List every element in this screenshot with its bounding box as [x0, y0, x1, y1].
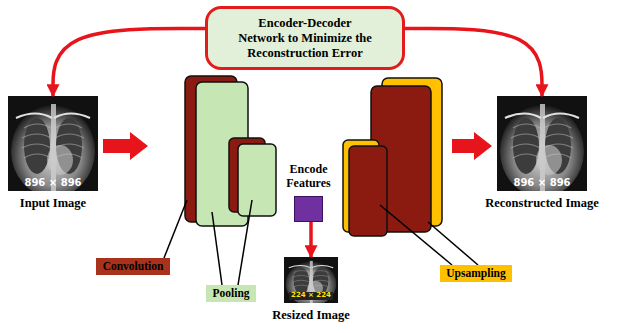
resized-xray — [284, 257, 338, 306]
flow-arrow — [53, 28, 205, 96]
conv-plate — [349, 146, 387, 236]
flow-block-arrow — [103, 132, 148, 160]
callout-label: Convolution — [103, 259, 164, 274]
feature-label: Encode Features — [277, 163, 341, 191]
title-text: Encoder-Decoder Network to Minimize the … — [236, 16, 374, 61]
feature-square — [294, 196, 323, 222]
text-wrap: 896 × 896 — [497, 96, 587, 191]
text-wrap: 224 × 224 — [284, 257, 338, 303]
leader-line — [212, 212, 222, 285]
size-tag: 224 × 224 — [289, 292, 333, 300]
input-image: 896 × 896Input Image — [8, 96, 98, 210]
flow-block-arrow — [452, 132, 492, 160]
leader-line — [380, 205, 452, 265]
output-xray — [497, 96, 587, 197]
flow-arrow — [309, 222, 313, 257]
callout-box: Convolution — [96, 258, 170, 275]
image-caption: Resized Image — [272, 308, 349, 322]
text-wrap: 896 × 896 — [8, 96, 98, 191]
callout-box: Pooling — [206, 285, 256, 302]
image-caption: Reconstructed Image — [485, 196, 599, 210]
callout-label: Upsampling — [446, 266, 505, 281]
flow-arrow — [405, 28, 542, 96]
pool-plate — [238, 144, 276, 216]
size-tag: 896 × 896 — [24, 177, 81, 188]
encode-features: Encode Features — [277, 163, 341, 222]
input-xray — [8, 96, 98, 197]
text-wrap: Input Image — [8, 196, 98, 210]
output-image: 896 × 896Reconstructed Image — [497, 96, 587, 210]
callout-box: Upsampling — [440, 265, 512, 282]
image-caption: Input Image — [20, 196, 86, 210]
leader-line — [428, 222, 478, 265]
text-wrap: Resized Image — [284, 308, 338, 322]
callout-label: Pooling — [212, 286, 249, 301]
size-tag: 896 × 896 — [513, 177, 570, 188]
resized-image: 224 × 224Resized Image — [284, 257, 338, 322]
leader-line — [164, 200, 187, 258]
title-box: Encoder-Decoder Network to Minimize the … — [205, 6, 405, 70]
text-wrap: Reconstructed Image — [497, 196, 587, 210]
leader-line — [238, 200, 252, 285]
